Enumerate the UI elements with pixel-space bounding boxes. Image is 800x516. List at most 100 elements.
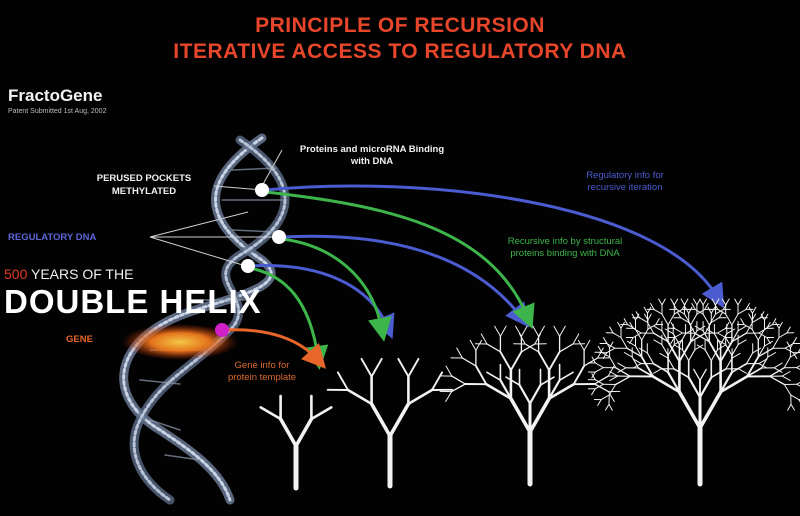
tree-branch [738, 309, 746, 314]
tree-branch [759, 364, 767, 369]
tree-branch [470, 340, 476, 350]
tree-branch [738, 299, 741, 305]
tree-branch [530, 385, 541, 403]
tree-branch [753, 318, 761, 323]
tree-branch [758, 329, 764, 340]
tree-branch [644, 307, 647, 313]
tree-branch [700, 392, 721, 428]
gene-info-label: Gene info for protein template [222, 360, 302, 384]
tree-branch [621, 338, 627, 349]
tree-branch [774, 363, 782, 368]
tree-branch [674, 299, 677, 305]
tree-branch [338, 372, 348, 390]
tree-branch [700, 377, 711, 397]
tree-branch [718, 328, 726, 333]
tree-branch [521, 326, 527, 336]
tree-branch [765, 314, 768, 320]
tree-branch [782, 376, 790, 381]
tree-branch [753, 307, 756, 313]
tree-branch [692, 304, 695, 310]
tree-branch [749, 307, 752, 313]
tree-branch [727, 329, 735, 334]
pocket-marker-3 [241, 259, 255, 273]
tree-branch [539, 352, 550, 370]
tree-branch [584, 358, 598, 366]
tree-branch [732, 345, 738, 356]
tree-branch [797, 368, 800, 373]
proteins-label: Proteins and microRNA Binding with DNA [292, 144, 452, 168]
tree-branch [446, 392, 452, 402]
tree-branch [709, 314, 715, 325]
tree-branch [662, 345, 668, 356]
tree-branch [768, 353, 776, 358]
tree-branch [685, 307, 688, 313]
tree-branch [606, 404, 610, 410]
tree-branch [741, 319, 744, 325]
tree-branch [432, 372, 442, 390]
tree-branch [604, 338, 607, 344]
tree-branch [533, 326, 539, 336]
tree-branch [719, 312, 722, 318]
tree-branch [776, 322, 779, 328]
tree-branch [785, 348, 793, 353]
tree-branch [630, 323, 633, 329]
tree-branch [753, 348, 761, 353]
gene-marker [215, 323, 229, 337]
tree-branch [372, 359, 382, 377]
tree-branch [738, 364, 746, 369]
tree-branch [700, 369, 706, 380]
tree-branch [311, 407, 331, 419]
tree-branch [610, 327, 613, 333]
tree-branch [261, 407, 281, 419]
tree-branch [398, 359, 408, 377]
tree-branch [697, 299, 700, 305]
tree-branch [654, 326, 662, 331]
tree-branch [598, 346, 601, 352]
tree-branch [711, 307, 714, 313]
tree-branch [788, 404, 791, 410]
tree-branch [500, 352, 511, 370]
fractal-tree-2 [328, 359, 453, 486]
tree-branch [784, 385, 790, 396]
tree-branch [530, 399, 549, 432]
tree-branch [722, 299, 725, 305]
tree-branch [618, 363, 626, 368]
tree-branch [662, 314, 668, 325]
tree-branch [779, 333, 787, 338]
tree-branch [560, 344, 573, 352]
recursive-arrows [250, 192, 528, 358]
tree-branch [348, 390, 372, 404]
brand-name: FractoGene [8, 86, 102, 106]
tree-branch [573, 334, 579, 344]
tree-branch [584, 340, 590, 350]
tree-branch [362, 359, 372, 377]
perused-pockets-label: PERUSED POCKETS METHYLATED [74, 172, 214, 198]
gene-label: GENE [66, 334, 93, 345]
tree-branch [640, 318, 648, 323]
tree-branch [554, 326, 560, 336]
tree-branch [679, 342, 690, 362]
tree-branch [476, 366, 486, 384]
tree-branch [654, 340, 662, 345]
tree-branch [642, 329, 648, 340]
slide-title-line-1: PRINCIPLE OF RECURSION [0, 14, 800, 38]
tree-branch [506, 377, 520, 385]
tree-branch [732, 314, 738, 325]
tree-branch [791, 395, 799, 400]
tree-branch [773, 338, 779, 349]
tree-branch [677, 312, 680, 318]
tree-branch [500, 326, 506, 336]
tree-branch [708, 307, 711, 313]
tree-branch [703, 314, 709, 325]
tree-branch [609, 385, 615, 396]
tree-branch [610, 372, 618, 377]
tree-branch [675, 328, 683, 333]
tree-branch [718, 345, 726, 350]
tree-branch [654, 364, 662, 369]
tree-branch [560, 372, 574, 380]
tree-branch [674, 333, 682, 338]
tree-branch [601, 395, 609, 400]
years-number: 500 [4, 266, 27, 282]
regulatory-dna-label: REGULATORY DNA [8, 232, 96, 243]
tree-branch [487, 344, 500, 352]
